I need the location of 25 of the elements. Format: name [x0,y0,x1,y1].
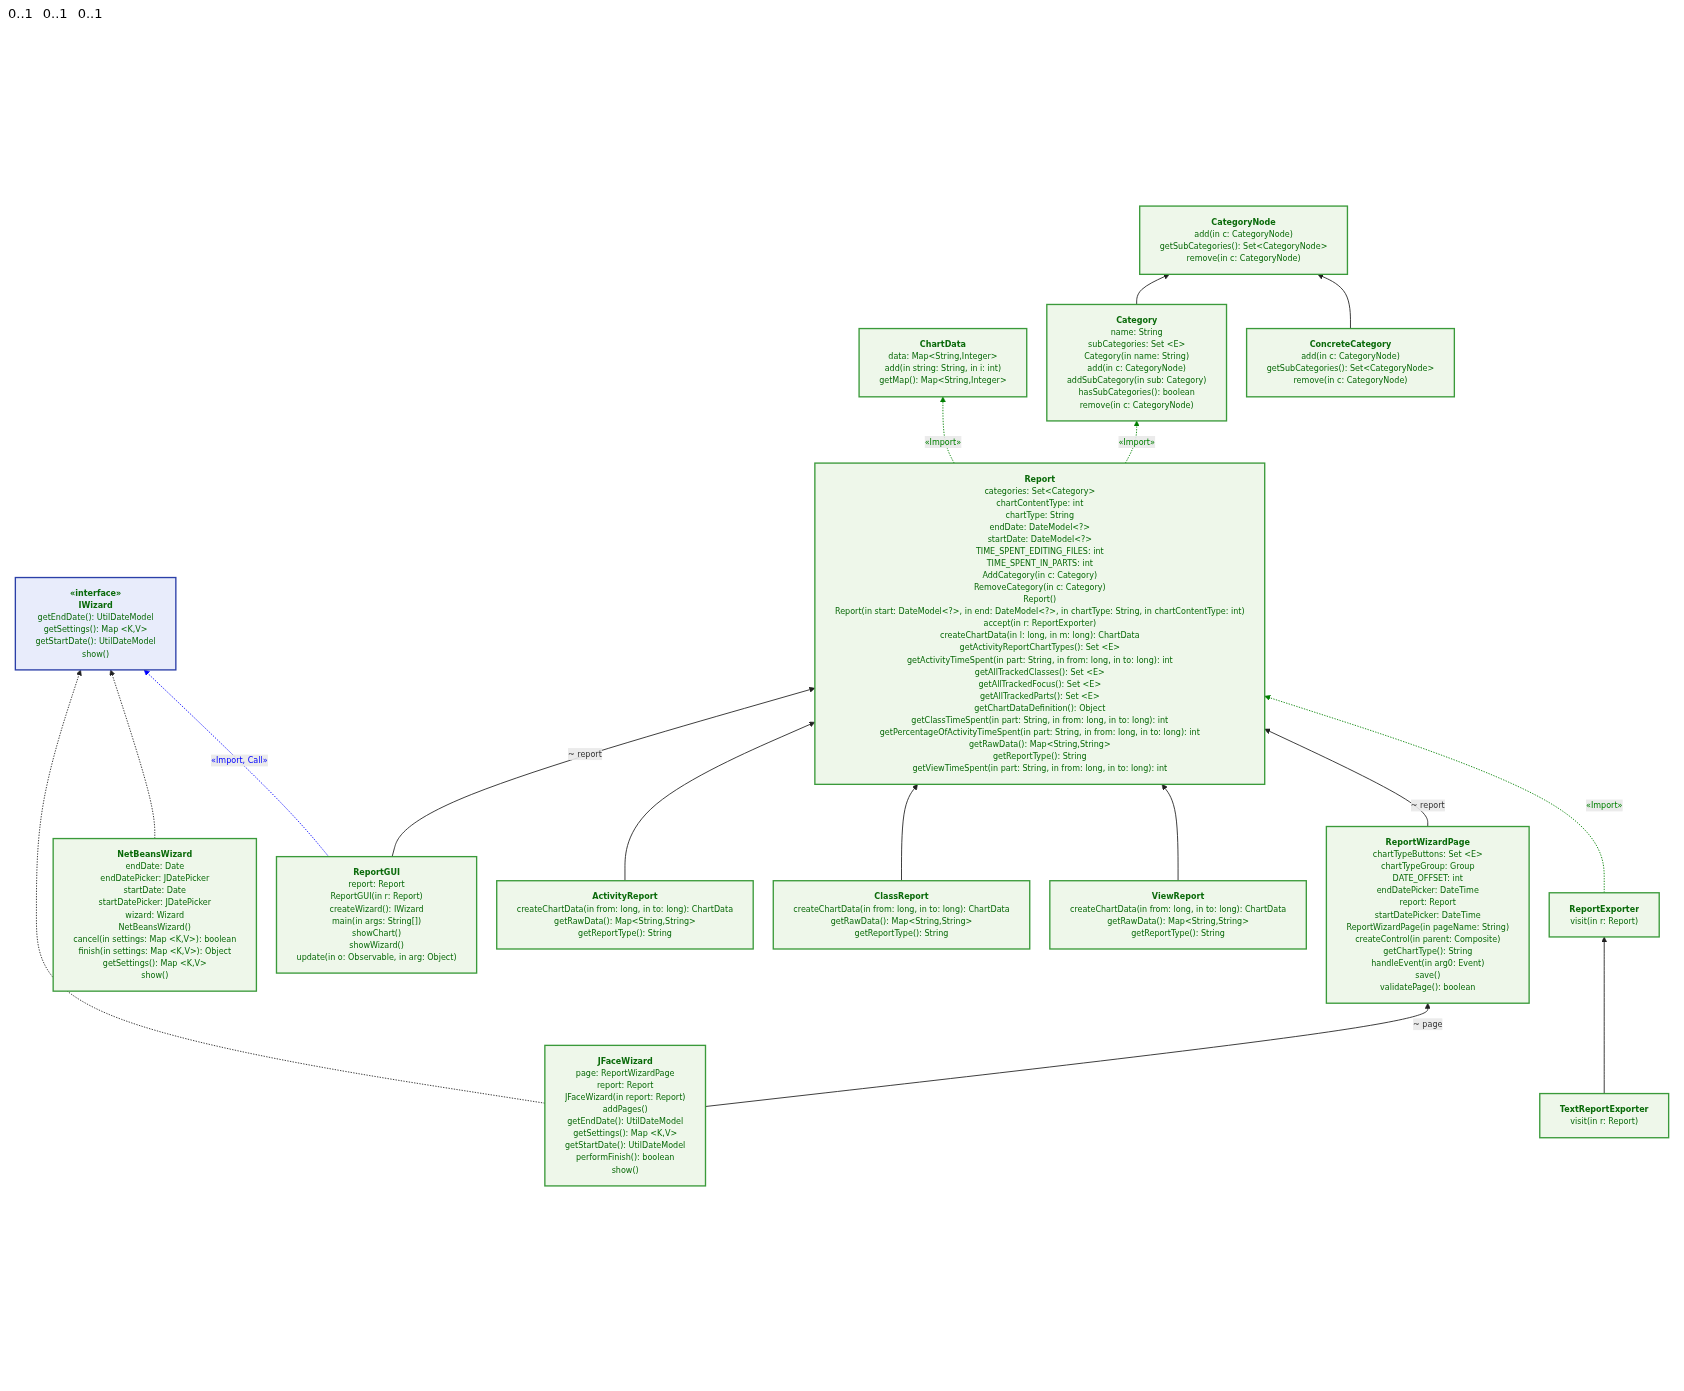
multiplicity-label: 0..1 [42,6,68,21]
node-box: JFaceWizard page: ReportWizardPage report: Report JFaceWizard(in report: Report) addPages() getEndDate(): UtilDateModel getSettings(): Map <K,V> getStartDate(): UtilDateModel performFinish(): boolean show() [544,1044,707,1187]
node-box: ConcreteCategory add(in c: CategoryNode) getSubCategories(): Set<CategoryNode> remove(in c: CategoryNode) [1245,327,1456,397]
node-box: ReportExporter visit(in r: Report) [1548,891,1660,938]
node-box: TextReportExporter visit(in r: Report) [1539,1092,1670,1138]
node-box: ViewReport createChartData(in from: long, in to: long): ChartData getRawData(): Map<String,String> getReportType(): String [1049,879,1307,950]
node-box: ReportWizardPage chartTypeButtons: Set <E> chartTypeGroup: Group DATE_OFFSET: int endDatePicker: DateTime report: Report startDatePicker: DateTime ReportWizardPage(in pageName: String) createControl(in parent: Composite) getChartType(): String handleEvent(in arg0: Event) save() validatePage(): boolean [1325,825,1530,1004]
node-box: CategoryNode add(in c: CategoryNode) getSubCategories(): Set<CategoryNode> remove(in c: CategoryNode) [1139,204,1349,275]
node-box: ClassReport createChartData(in from: long, in to: long): ChartData getRawData(): Map<String,String> getReportType(): String [772,879,1031,950]
edge-label: ~ report [567,748,602,759]
node-box: Category name: String subCategories: Set <E> Category(in name: String) add(in c: CategoryNode) addSubCategory(in sub: Category) hasSubCategories(): boolean remove(in c: CategoryNode) [1046,303,1228,422]
edge-label: «Import» [1118,436,1155,447]
node-box: «interface» IWizard getEndDate(): UtilDateModel getSettings(): Map <K,V> getStartDate(): UtilDateModel show() [14,576,177,671]
node-box: Report categories: Set<Category> chartContentType: int chartType: String endDate: DateModel<?> startDate: DateModel<?> TIME_SPENT_EDITING_FILES: int TIME_SPENT_IN_PARTS: int AddCategory(in c: Category) RemoveCategory(in c: Category) Report() Report(in start: DateModel<?>, in end: DateModel<?>, in chartType: String, in chartContentType: int) accept(in r: ReportExporter) createChartData(in l: long, in m: long): ChartData getActivityReportChartTypes(): Set <E> getActivityTimeSpent(in part: String, in from: long, in to: long): int getAllTrackedClasses(): Set <E> getAllTrackedFocus(): Set <E> getAllTrackedParts(): Set <E> getChartDataDefinition(): Object getClassTimeSpent(in part: String, in from: long, in to: long): int getPercentageOfActivityTimeSpent(in part: String, in from: long, in to: long): int getRawData(): Map<String,String> getReportType(): String getViewTimeSpent(in part: String, in from: long, in to: long): int [814,461,1266,785]
node-box: NetBeansWizard endDate: Date endDatePicker: JDatePicker startDate: Date startDatePicker: JDatePicker wizard: Wizard NetBeansWizard() cancel(in settings: Map <K,V>): boolean finish(in settings: Map <K,V>): Object getSettings(): Map <K,V> show() [52,837,258,992]
node-box: ReportGUI report: Report ReportGUI(in r: Report) createWizard(): IWizard main(in args: String[]) showChart() showWizard() update(in o: Observable, in arg: Object) [275,855,478,974]
multiplicity-label: 0..1 [8,6,33,21]
node-box: ChartData data: Map<String,Integer> add(in string: String, in i: int) getMap(): Map<String,Integer> [858,327,1028,397]
node-box: ActivityReport createChartData(in from: long, in to: long): ChartData getRawData(): Map<String,String> getReportType(): String [496,879,754,950]
edge-label: «Import» [924,436,962,447]
edge-label: «Import» [1585,800,1623,810]
edge-label: ~ page [1413,1019,1443,1029]
edge-label: ~ report [1410,800,1445,810]
multiplicity-label: 0..1 [77,6,103,21]
edge-label: «Import, Call» [211,755,268,765]
